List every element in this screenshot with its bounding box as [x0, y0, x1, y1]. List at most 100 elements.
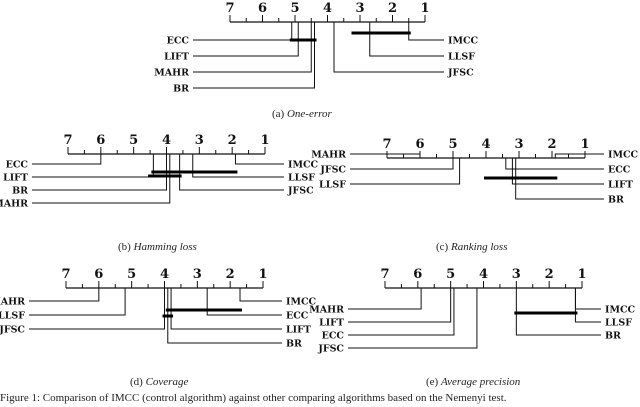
caption-d-label: (d): [130, 376, 143, 388]
cd-panel-d: 7654321MAHRLLSFJFSCIMCCECCLIFTBR: [0, 267, 317, 350]
method-label-br: BR: [286, 339, 302, 350]
caption-d: (d) Coverage: [130, 376, 188, 388]
method-connector: [408, 22, 444, 41]
method-label-llsf: LLSF: [448, 52, 475, 63]
cd-panel-b: 7654321ECCLIFTBRMAHRIMCCLLSFJFSC: [0, 133, 319, 210]
method-label-jfsc: JFSC: [319, 165, 346, 176]
axis-tick-label: 4: [323, 1, 332, 16]
method-connector: [348, 288, 478, 349]
method-label-jfsc: JFSC: [287, 186, 314, 197]
method-connector: [193, 22, 315, 89]
axis-tick-label: 6: [415, 137, 424, 152]
method-connector: [32, 154, 171, 204]
axis-tick-label: 5: [448, 137, 457, 152]
method-label-imcc: IMCC: [608, 150, 639, 161]
axis-tick-label: 4: [162, 133, 171, 148]
figure-footer-caption: Figure 1: Comparison of IMCC (control al…: [0, 392, 507, 404]
axis-tick-label: 4: [160, 267, 169, 282]
axis-tick-label: 7: [63, 133, 72, 148]
caption-e-label: (e): [426, 376, 439, 388]
method-label-imcc: IMCC: [605, 305, 636, 316]
method-connector: [193, 22, 299, 57]
axis-tick-label: 2: [547, 137, 556, 152]
axis-tick-label: 2: [226, 267, 235, 282]
axis-tick-label: 1: [258, 267, 267, 282]
axis-tick-label: 1: [260, 133, 269, 148]
axis-tick-label: 5: [446, 267, 455, 282]
method-label-imcc: IMCC: [448, 36, 479, 47]
method-label-ecc: ECC: [608, 165, 631, 176]
axis-tick-label: 5: [129, 133, 138, 148]
method-label-lift: LIFT: [286, 325, 311, 336]
method-connector: [29, 288, 100, 302]
method-label-lift: LIFT: [164, 52, 189, 63]
method-connector: [505, 158, 604, 170]
method-label-ecc: ECC: [322, 331, 345, 342]
method-connector: [179, 154, 284, 191]
method-label-lift: LIFT: [319, 318, 344, 329]
axis-tick-label: 7: [61, 267, 70, 282]
axis-tick-label: 3: [355, 1, 364, 16]
method-connector: [574, 288, 601, 323]
axis-tick-label: 1: [420, 1, 429, 16]
method-connector: [193, 22, 293, 41]
axis-tick-label: 5: [290, 1, 299, 16]
caption-e: (e) Average precision: [426, 376, 520, 388]
method-connector: [29, 288, 165, 330]
axis-tick-label: 6: [94, 267, 103, 282]
axis-tick-label: 6: [413, 267, 422, 282]
method-connector: [192, 154, 284, 178]
method-connector: [29, 288, 126, 316]
caption-a: (a) One-error: [272, 108, 332, 120]
method-label-br: BR: [173, 84, 189, 95]
caption-a-label: (a): [272, 108, 285, 120]
method-label-jfsc: JFSC: [447, 68, 474, 79]
axis-tick-label: 6: [96, 133, 105, 148]
axis-tick-label: 7: [225, 1, 234, 16]
caption-b: (b) Hamming loss: [118, 241, 197, 253]
method-connector: [32, 154, 102, 165]
caption-d-title: Coverage: [145, 376, 189, 388]
method-label-br: BR: [605, 331, 621, 342]
method-connector: [369, 22, 444, 57]
method-connector: [348, 288, 452, 323]
caption-c-title: Ranking loss: [450, 241, 508, 253]
method-label-llsf: LLSF: [288, 173, 315, 184]
method-label-imcc: IMCC: [288, 160, 319, 171]
method-connector: [350, 158, 454, 170]
method-label-jfsc: JFSC: [0, 325, 25, 336]
method-label-ecc: ECC: [167, 36, 190, 47]
method-label-lift: LIFT: [608, 180, 633, 191]
method-label-llsf: LLSF: [0, 311, 25, 322]
method-label-br: BR: [608, 195, 624, 206]
method-label-mahr: MAHR: [0, 199, 28, 210]
axis-tick-label: 5: [127, 267, 136, 282]
method-connector: [333, 22, 444, 73]
method-connector: [574, 288, 601, 310]
method-label-ecc: ECC: [6, 160, 29, 171]
method-label-llsf: LLSF: [319, 180, 346, 191]
caption-c: (c) Ranking loss: [436, 241, 508, 253]
axis-tick-label: 2: [388, 1, 397, 16]
axis-tick-label: 7: [382, 137, 391, 152]
caption-c-label: (c): [436, 241, 449, 253]
method-label-jfsc: JFSC: [317, 344, 344, 355]
method-connector: [193, 22, 312, 73]
caption-b-label: (b): [118, 241, 131, 253]
caption-b-title: Hamming loss: [133, 241, 197, 253]
axis-tick-label: 4: [479, 267, 488, 282]
method-connector: [239, 288, 282, 302]
method-connector: [348, 288, 455, 336]
axis-tick-label: 3: [195, 133, 204, 148]
method-connector: [511, 158, 604, 185]
axis-tick-label: 1: [577, 267, 586, 282]
method-connector: [515, 288, 601, 336]
method-label-imcc: IMCC: [286, 297, 317, 308]
axis-tick-label: 1: [580, 137, 589, 152]
axis-tick-label: 2: [545, 267, 554, 282]
method-label-br: BR: [12, 186, 28, 197]
